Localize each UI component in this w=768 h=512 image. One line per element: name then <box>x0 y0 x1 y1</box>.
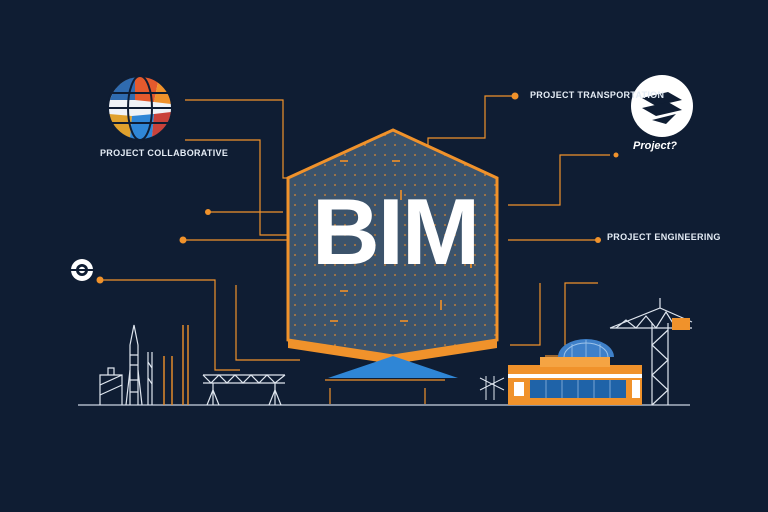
connector-line <box>545 282 598 357</box>
connector-dot <box>511 92 519 100</box>
connector-line <box>185 99 293 179</box>
connectors <box>100 95 610 404</box>
connector-dots <box>96 92 619 284</box>
connector-dot <box>179 236 187 244</box>
connector-line <box>510 283 541 346</box>
connector-line <box>185 139 293 236</box>
right-structures <box>479 339 642 405</box>
tower-crane <box>609 298 693 406</box>
connector-dot <box>595 237 601 243</box>
connector-line <box>508 154 610 206</box>
target-icon <box>70 259 94 281</box>
project-brand-label: Project? <box>633 140 678 152</box>
globe-icon <box>107 75 173 141</box>
connector-dot <box>613 152 619 158</box>
project-logo-icon <box>631 75 693 137</box>
base-triangle <box>328 356 458 378</box>
node-heading: PROJECT TRANSPORTATION <box>530 90 665 100</box>
left-structures <box>99 324 153 406</box>
crane-counterweight <box>672 318 690 330</box>
left-poles <box>163 325 189 405</box>
connector-dot <box>205 209 211 215</box>
connector-line <box>235 285 300 361</box>
bim-hexagon <box>286 128 499 378</box>
node-heading: PROJECT ENGINEERING <box>607 232 721 242</box>
bridge-truss <box>202 374 286 406</box>
node-heading: PROJECT COLLABORATIVE <box>100 148 229 158</box>
connector-line <box>427 95 515 148</box>
connector-dot <box>96 276 104 284</box>
connector-line <box>100 279 240 371</box>
bim-center-label: BIM <box>311 179 480 284</box>
